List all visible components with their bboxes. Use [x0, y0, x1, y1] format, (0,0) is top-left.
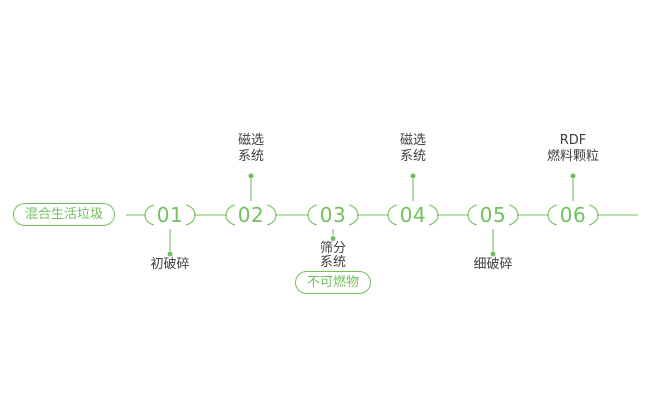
connector-dots — [167, 173, 576, 257]
step-label-line: 系统 — [399, 149, 427, 164]
connector-dot — [330, 236, 336, 241]
step-label-line: 磁选 — [399, 133, 427, 148]
node-bracket-arcs — [144, 204, 599, 226]
step-label-line: 系统 — [237, 149, 265, 164]
step-label-line: 系统 — [319, 255, 347, 270]
connector-dot — [167, 251, 173, 257]
step-label-03: 筛分 系统 — [320, 242, 346, 270]
step-number-01: 01 — [156, 203, 184, 227]
step-label-line: RDF — [559, 133, 587, 148]
source-badge: 混合生活垃圾 — [13, 203, 116, 226]
step-label-01: 初破碎 — [150, 257, 189, 273]
step-label-02: 磁选 系统 — [238, 133, 264, 165]
step-number-06: 06 — [559, 203, 587, 227]
step-label-05: 细破碎 — [473, 257, 512, 273]
connector-lines — [169, 179, 574, 251]
step-label-line: 燃料颗粒 — [546, 149, 600, 164]
connector-dot — [490, 251, 496, 257]
connector-dot — [570, 173, 576, 179]
step-number-05: 05 — [479, 203, 507, 227]
step-label-04: 磁选 系统 — [400, 133, 426, 165]
step-number-03: 03 — [319, 203, 347, 227]
connector-dot — [248, 173, 254, 179]
step-number-04: 04 — [399, 203, 427, 227]
connector-dot — [410, 173, 416, 179]
step-label-line: 磁选 — [237, 133, 265, 148]
outcome-badge: 不可燃物 — [294, 271, 372, 294]
step-label-line: 初破碎 — [150, 257, 190, 272]
step-number-02: 02 — [237, 203, 265, 227]
step-label-line: 筛分 — [319, 241, 347, 256]
step-label-line: 细破碎 — [473, 257, 513, 272]
step-label-06: RDF 燃料颗粒 — [547, 133, 599, 165]
